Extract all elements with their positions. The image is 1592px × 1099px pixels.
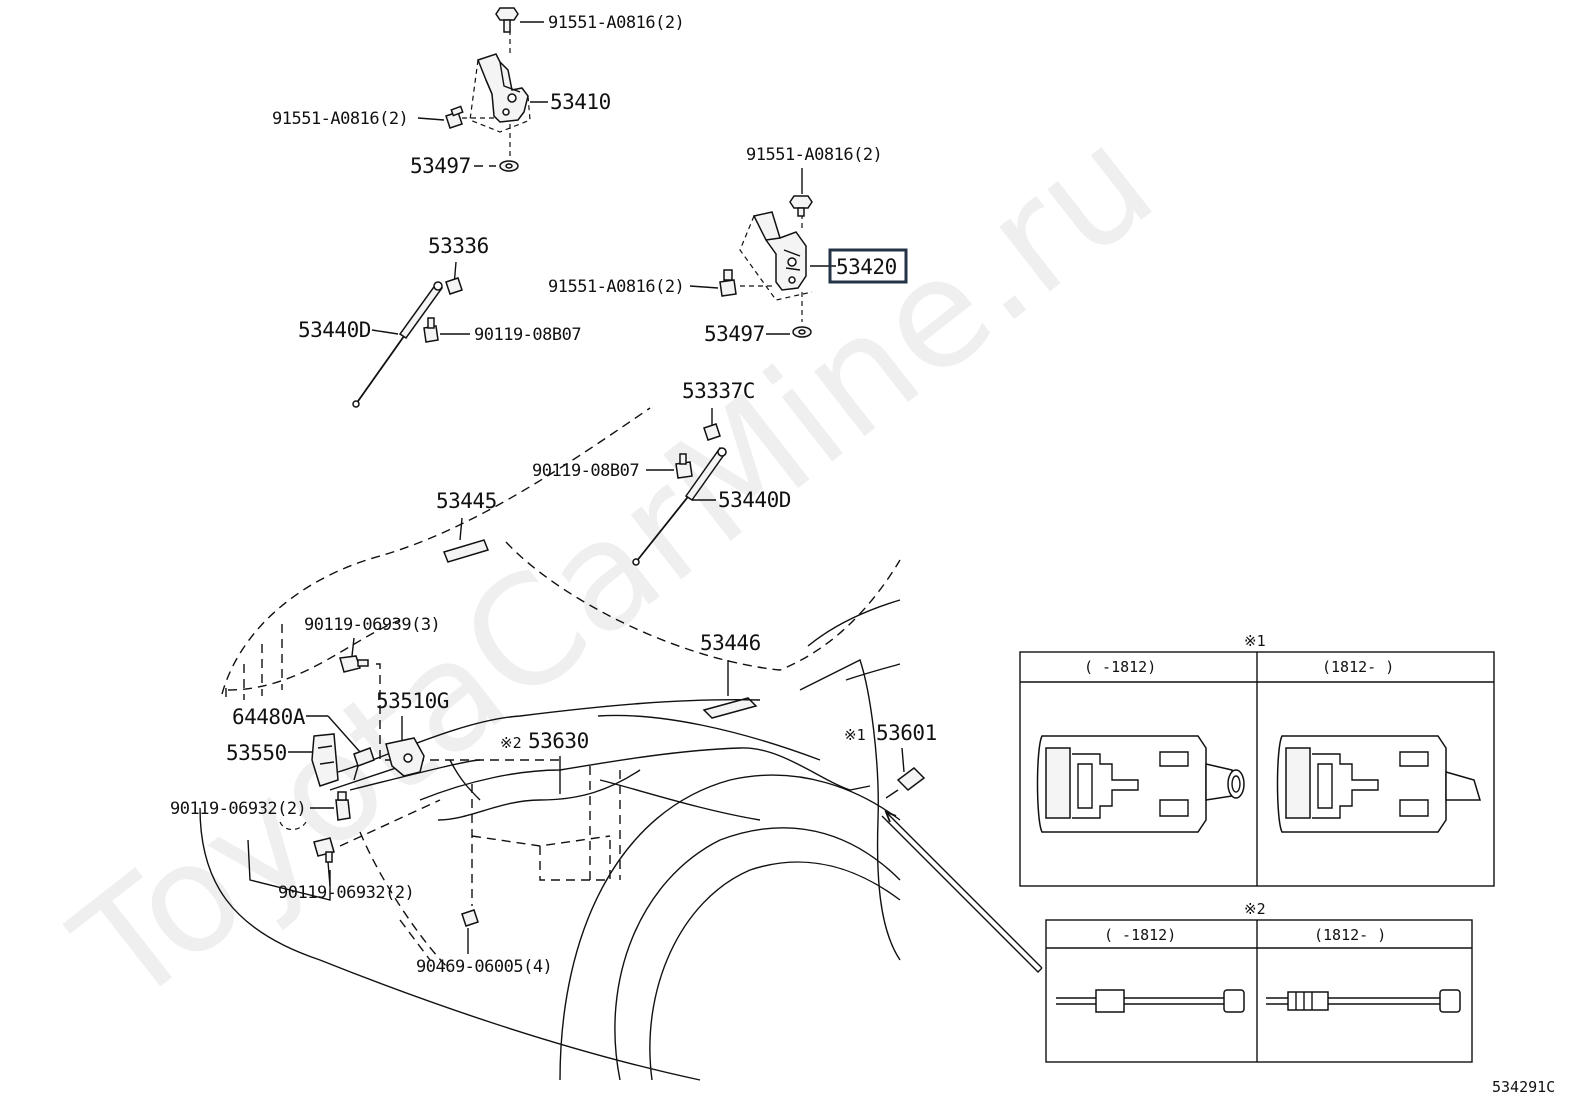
cable-53630: [419, 747, 871, 801]
stud-90119-08B07-right: [675, 453, 693, 479]
label-53336: 53336: [428, 234, 489, 258]
latch-53510G: [385, 737, 425, 777]
inset-1-switch-old: [1036, 735, 1245, 833]
label-91551-A0816-top: 91551-A0816(2): [548, 13, 684, 33]
mark-53630: ※2: [500, 734, 522, 752]
label-90119-06932-upper: 90119-06932(2): [170, 799, 306, 819]
label-53510G: 53510G: [376, 689, 449, 713]
clip-53336: [445, 277, 463, 295]
label-53445: 53445: [436, 489, 497, 513]
label-53410: 53410: [550, 90, 611, 114]
bolt-left-53410: [445, 105, 464, 129]
switch-53601: [885, 767, 926, 799]
bolt-top-53420: [789, 195, 813, 217]
bolt-top-53410: [495, 7, 519, 33]
inset-1-col1: ( -1812): [1084, 658, 1156, 676]
label-91551-A0816-left: 91551-A0816(2): [272, 109, 408, 129]
clip-90469-06005: [461, 909, 479, 927]
part-53446: [702, 697, 758, 719]
label-90119-08B07-right: 90119-08B07: [532, 461, 639, 481]
inset-1-col2: (1812- ): [1322, 658, 1394, 676]
label-64480A: 64480A: [232, 705, 306, 729]
label-90469-06005: 90469-06005(4): [416, 957, 552, 977]
hinge-53420: [739, 211, 813, 322]
label-53497-right: 53497: [704, 322, 765, 346]
inset-2-col2: (1812- ): [1314, 926, 1386, 944]
label-53440D-right: 53440D: [718, 488, 791, 512]
bolt-90119-06932-lower: [313, 837, 335, 863]
inset-1-title: ※1: [1244, 632, 1266, 650]
strut-53440D-left: [352, 281, 444, 408]
label-53550: 53550: [226, 741, 287, 765]
bolt-90119-06932-upper: [335, 791, 351, 821]
mark-53601: ※1: [844, 726, 866, 744]
part-64480A: [353, 747, 375, 767]
label-90119-06932-lower: 90119-06932(2): [278, 883, 414, 903]
label-53601: 53601: [876, 721, 937, 745]
inset-2-cable-new: [1266, 989, 1461, 1013]
clip-53337C: [703, 423, 721, 441]
inset-2-cable-old: [1056, 989, 1245, 1013]
bolt-90119-06939: [339, 655, 369, 673]
watermark: ToyotaCarMine.ru: [44, 94, 1185, 1038]
label-90119-06939: 90119-06939(3): [304, 615, 440, 635]
label-53497-top: 53497: [410, 154, 471, 178]
diagram-code: 534291C: [1492, 1078, 1555, 1096]
hinge-53410: [462, 30, 531, 158]
highlight-53420: [828, 248, 908, 284]
label-53440D-left: 53440D: [298, 318, 371, 342]
bolt-left-53420: [719, 269, 737, 297]
strut-53440D-right: [632, 446, 728, 566]
inset-2: ※2 ( -1812) (1812- ): [1045, 900, 1473, 1063]
label-91551-A0816-right-left: 91551-A0816(2): [548, 277, 684, 297]
label-53420: 53420: [836, 255, 897, 279]
label-90119-08B07-left: 90119-08B07: [474, 325, 581, 345]
arrow-to-inset: [885, 811, 1043, 969]
inset-2-col1: ( -1812): [1104, 926, 1176, 944]
hood-outline: [221, 407, 901, 700]
stud-90119-08B07-left: [423, 317, 439, 343]
inset-1-switch-new: [1276, 735, 1482, 833]
inset-2-title: ※2: [1244, 900, 1266, 918]
part-53550: [311, 733, 339, 787]
inset-1: ※1 ( -1812) (1812- ): [1019, 632, 1495, 887]
part-53445: [442, 539, 490, 563]
label-53630: 53630: [528, 729, 589, 753]
label-53337C: 53337C: [682, 379, 755, 403]
label-53446: 53446: [700, 631, 761, 655]
label-91551-A0816-right-top: 91551-A0816(2): [746, 145, 882, 165]
